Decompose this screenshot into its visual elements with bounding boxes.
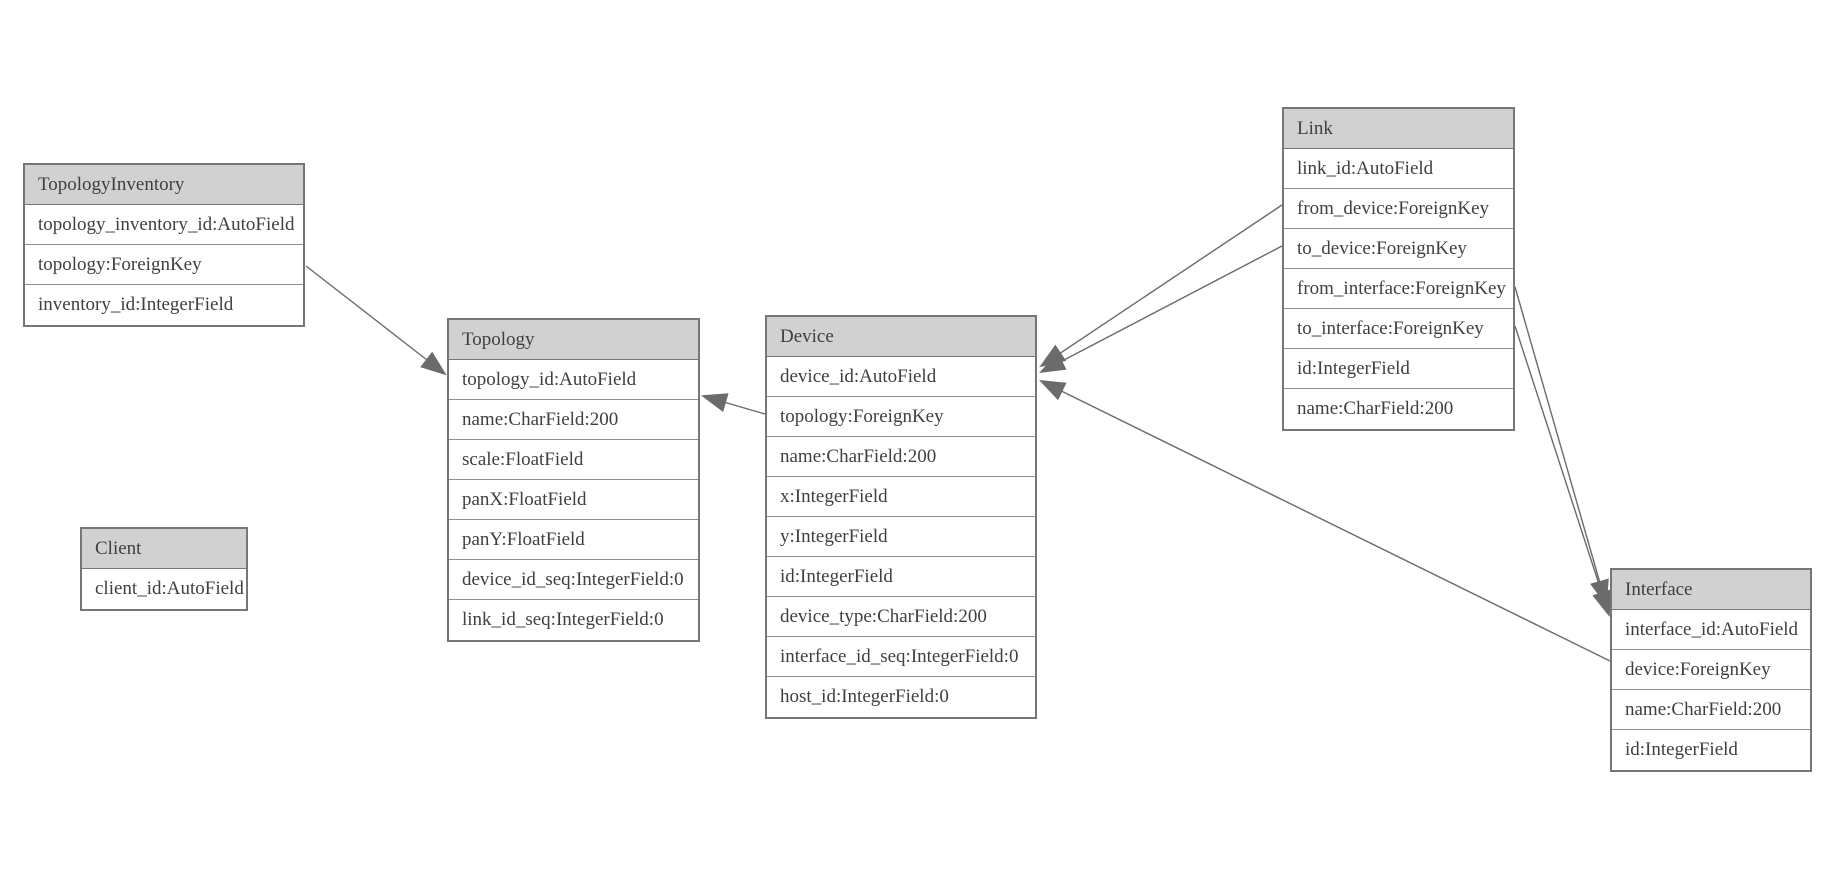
field-row: panY:FloatField xyxy=(449,520,698,560)
field-row: name:CharField:200 xyxy=(449,400,698,440)
field-row: interface_id:AutoField xyxy=(1612,610,1810,650)
edge-device-topology xyxy=(700,393,766,415)
field-row: id:IntegerField xyxy=(1612,730,1810,770)
field-row: name:CharField:200 xyxy=(1284,389,1513,429)
field-row: host_id:IntegerField:0 xyxy=(767,677,1035,717)
field-row: link_id_seq:IntegerField:0 xyxy=(449,600,698,640)
edge-link-from_interface-to-interface xyxy=(1514,286,1609,607)
entity-title-topologyinventory: TopologyInventory xyxy=(25,165,303,205)
edge-link-to_device-to-device xyxy=(1039,245,1283,374)
entity-title-interface: Interface xyxy=(1612,570,1810,610)
field-row: topology:ForeignKey xyxy=(25,245,303,285)
field-row: to_interface:ForeignKey xyxy=(1284,309,1513,349)
field-row: topology_id:AutoField xyxy=(449,360,698,400)
field-row: name:CharField:200 xyxy=(1612,690,1810,730)
field-row: id:IntegerField xyxy=(1284,349,1513,389)
entity-title-device: Device xyxy=(767,317,1035,357)
field-row: link_id:AutoField xyxy=(1284,149,1513,189)
field-row: x:IntegerField xyxy=(767,477,1035,517)
field-row: panX:FloatField xyxy=(449,480,698,520)
field-row: to_device:ForeignKey xyxy=(1284,229,1513,269)
entity-title-client: Client xyxy=(82,529,246,569)
field-row: y:IntegerField xyxy=(767,517,1035,557)
field-row: device:ForeignKey xyxy=(1612,650,1810,690)
edge-topologyinventory-topology xyxy=(305,265,447,376)
edge-link-to_interface-to-interface xyxy=(1514,325,1611,618)
field-row: from_device:ForeignKey xyxy=(1284,189,1513,229)
edge-link-from_device-to-device xyxy=(1039,204,1283,368)
field-row: scale:FloatField xyxy=(449,440,698,480)
field-row: client_id:AutoField xyxy=(82,569,246,609)
entity-title-link: Link xyxy=(1284,109,1513,149)
field-row: device_id:AutoField xyxy=(767,357,1035,397)
field-row: name:CharField:200 xyxy=(767,437,1035,477)
field-row: topology:ForeignKey xyxy=(767,397,1035,437)
entity-title-topology: Topology xyxy=(449,320,698,360)
field-row: topology_inventory_id:AutoField xyxy=(25,205,303,245)
field-row: device_type:CharField:200 xyxy=(767,597,1035,637)
field-row: device_id_seq:IntegerField:0 xyxy=(449,560,698,600)
field-row: id:IntegerField xyxy=(767,557,1035,597)
field-row: inventory_id:IntegerField xyxy=(25,285,303,325)
field-row: from_interface:ForeignKey xyxy=(1284,269,1513,309)
field-row: interface_id_seq:IntegerField:0 xyxy=(767,637,1035,677)
